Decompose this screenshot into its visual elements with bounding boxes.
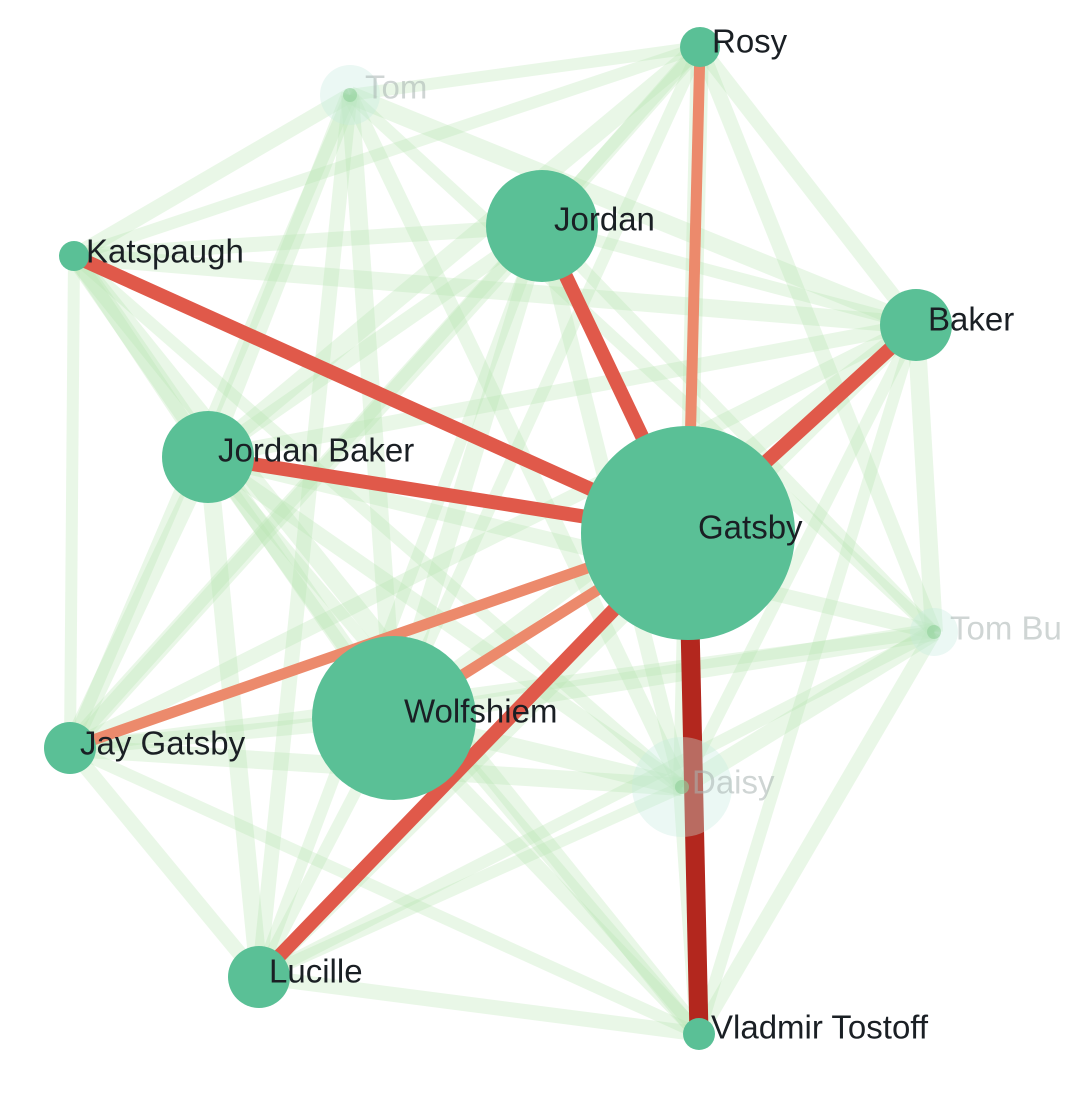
background-edge	[251, 94, 358, 978]
background-edge	[73, 247, 917, 334]
background-edge	[199, 91, 359, 461]
background-edge	[693, 44, 941, 635]
node-label-katspaugh: Katspaugh	[86, 233, 244, 270]
node-label-wolfshiem: Wolfshiem	[404, 693, 557, 730]
background-edge	[69, 626, 935, 754]
background-edge	[676, 322, 922, 790]
node-label-jordan: Jordan	[554, 201, 655, 238]
node-baker[interactable]	[880, 289, 952, 361]
background-edge	[202, 40, 706, 464]
background-edge	[70, 251, 686, 792]
background-edge	[256, 626, 937, 983]
background-edge	[385, 223, 551, 721]
background-edge	[206, 449, 936, 640]
background-edge	[349, 41, 701, 101]
node-jgatsby[interactable]	[44, 722, 96, 774]
node-jordan[interactable]	[486, 170, 598, 282]
nodes	[44, 27, 958, 1050]
node-daisy-center	[675, 780, 689, 794]
background-edge	[258, 969, 700, 1042]
background-edge	[343, 91, 689, 791]
background-edge	[199, 456, 268, 978]
background-edge	[73, 218, 543, 264]
background-edge	[392, 623, 936, 727]
node-wolfshiem[interactable]	[312, 636, 476, 800]
background-edge	[253, 223, 548, 980]
background-edge	[694, 42, 922, 330]
background-edge	[677, 624, 939, 795]
background-edge	[64, 255, 80, 749]
node-jbaker[interactable]	[162, 411, 254, 503]
node-label-jgatsby: Jay Gatsby	[80, 725, 246, 762]
background-edge	[66, 318, 920, 755]
background-edge	[341, 94, 403, 719]
background-edge	[256, 781, 685, 983]
background-edge	[64, 743, 265, 982]
background-edge	[537, 221, 939, 637]
background-edge	[346, 86, 920, 334]
background-edge	[72, 41, 702, 262]
node-lucille[interactable]	[228, 946, 290, 1008]
node-gatsby[interactable]	[581, 426, 795, 640]
node-label-daisy: Daisy	[692, 764, 775, 801]
background-edge	[907, 324, 943, 633]
node-tombu-center	[927, 625, 941, 639]
node-label-gatsby: Gatsby	[698, 509, 803, 546]
node-label-rosy: Rosy	[712, 23, 788, 60]
background-edge	[63, 219, 549, 755]
background-edge	[693, 323, 922, 1036]
node-label-baker: Baker	[928, 301, 1014, 338]
background-edge	[203, 219, 547, 464]
background-edge	[206, 317, 918, 465]
background-edge	[345, 90, 939, 637]
node-label-vladmir: Vladmir Tostoff	[711, 1009, 929, 1046]
node-label-tombu: Tom Bu	[950, 610, 1062, 647]
background-edge	[61, 453, 217, 752]
background-edge	[70, 88, 354, 263]
node-katspaugh[interactable]	[59, 241, 89, 271]
node-label-jbaker: Jordan Baker	[218, 432, 414, 469]
node-tom-center	[343, 88, 357, 102]
edge-gatsby-katspaugh	[71, 249, 691, 540]
node-rosy[interactable]	[680, 27, 720, 67]
node-label-lucille: Lucille	[269, 953, 363, 990]
background-edge	[540, 220, 918, 331]
node-label-tom: Tom	[365, 69, 427, 106]
background-edge	[67, 742, 702, 1040]
node-vladmir[interactable]	[683, 1018, 715, 1050]
background-edge	[692, 628, 941, 1038]
background-edge	[388, 44, 706, 721]
